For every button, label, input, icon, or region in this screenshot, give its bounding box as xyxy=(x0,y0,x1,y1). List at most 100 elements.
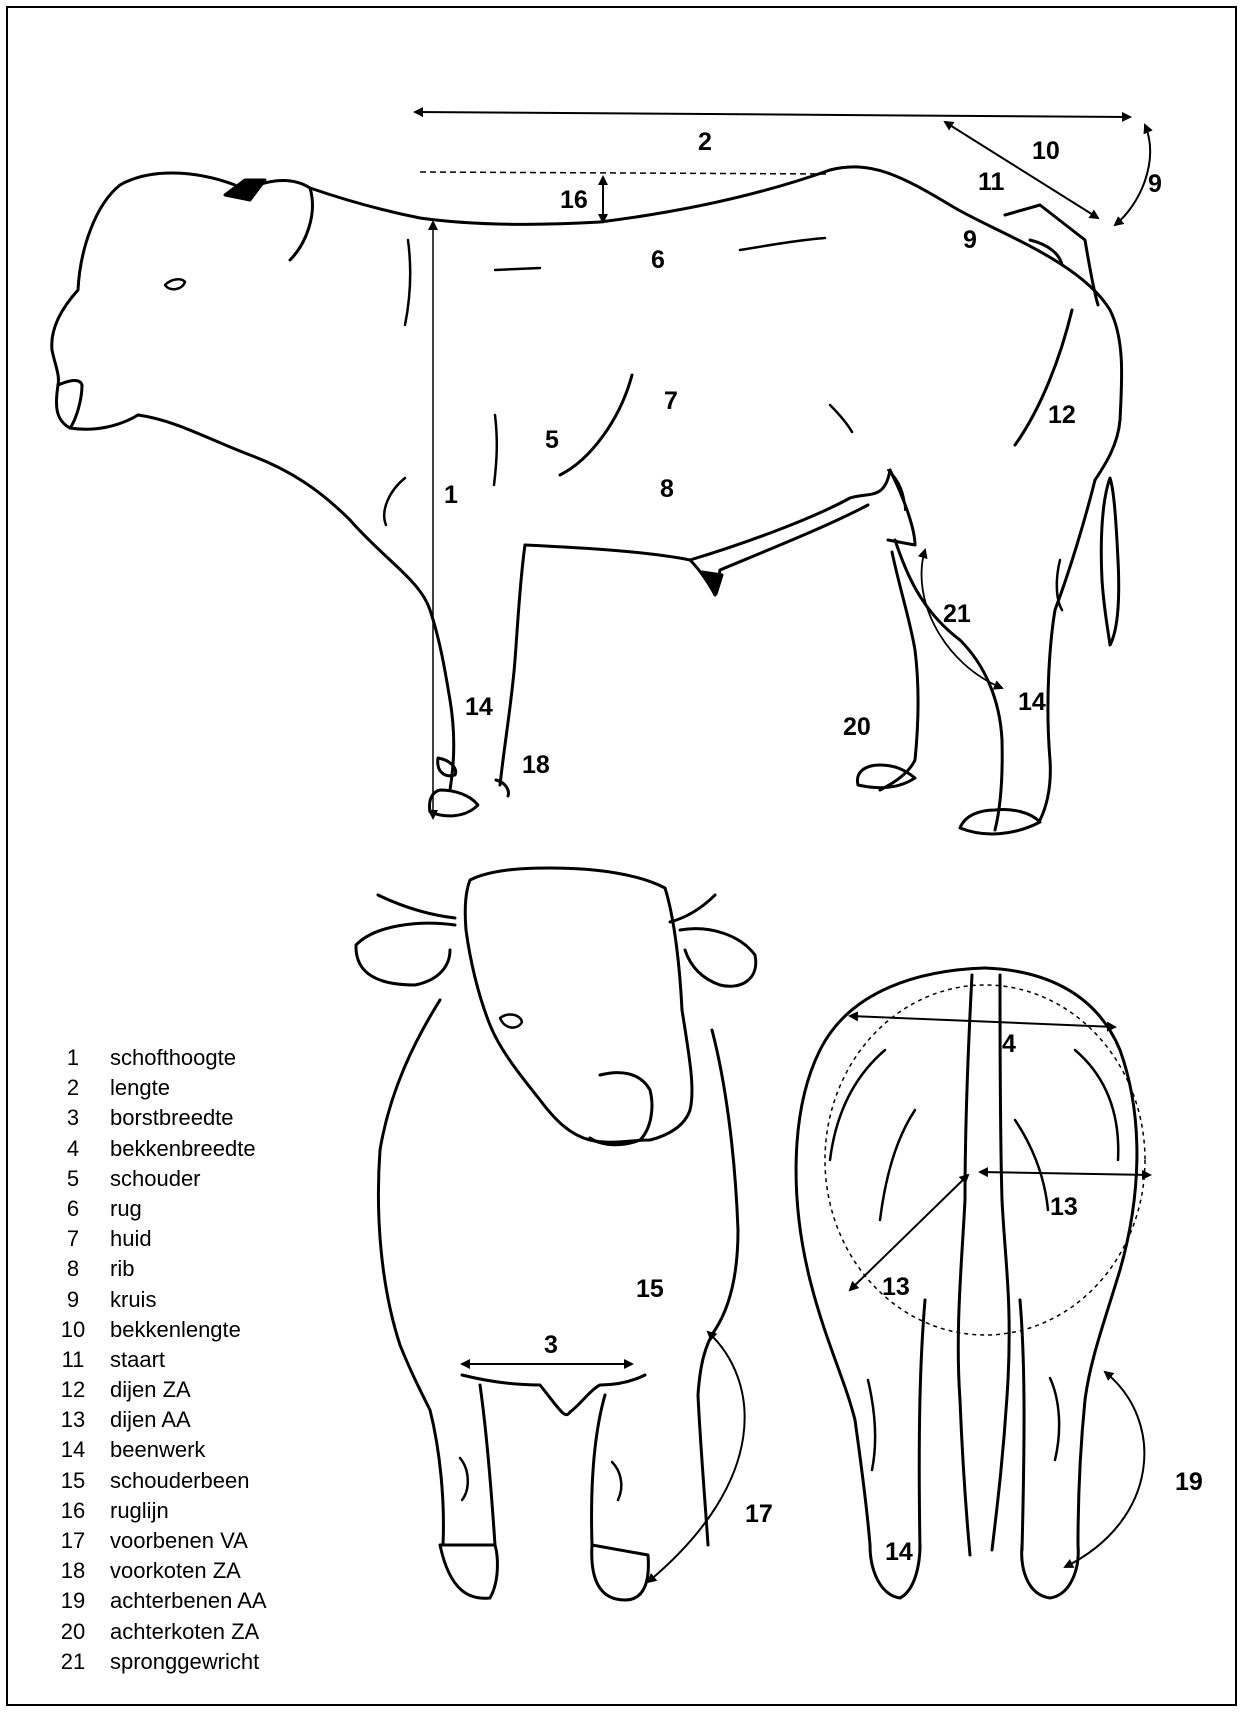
side-back-line xyxy=(310,167,1122,480)
label-5: 5 xyxy=(545,426,559,454)
side-hind-leg-rear xyxy=(1040,480,1095,820)
side-flank-line xyxy=(888,470,905,510)
side-view-bull xyxy=(52,167,1122,834)
legend-item: 6rug xyxy=(38,1194,267,1224)
pelvis-length-arrow xyxy=(945,122,1098,218)
rear-tail xyxy=(958,975,1009,1555)
legend-number: 12 xyxy=(38,1375,108,1405)
legend-label: bekkenlengte xyxy=(108,1315,241,1345)
side-hind-leg-front xyxy=(895,540,1002,830)
rear-muscle-inner-right xyxy=(1015,1120,1048,1210)
front-legs-arc xyxy=(648,1332,745,1582)
label-10: 10 xyxy=(1032,137,1060,165)
front-brisket xyxy=(462,1375,645,1415)
front-view-bull xyxy=(356,868,756,1600)
legend-item: 17voorbenen VA xyxy=(38,1526,267,1556)
legend-label: staart xyxy=(108,1345,165,1375)
legend-number: 19 xyxy=(38,1586,108,1616)
legend-number: 9 xyxy=(38,1285,108,1315)
label-7: 7 xyxy=(664,387,678,415)
legend-number: 13 xyxy=(38,1405,108,1435)
side-view-labels: 2 10 9 11 16 6 9 7 12 5 8 1 21 14 14 20 … xyxy=(444,128,1162,779)
legend-item: 9kruis xyxy=(38,1285,267,1315)
legend-label: schouder xyxy=(108,1164,201,1194)
side-belly xyxy=(525,470,890,560)
legend-number: 10 xyxy=(38,1315,108,1345)
label-21: 21 xyxy=(943,600,971,628)
legend-number: 5 xyxy=(38,1164,108,1194)
legend-label: dijen AA xyxy=(108,1405,191,1435)
label-19: 19 xyxy=(1175,1468,1203,1496)
legend-number: 6 xyxy=(38,1194,108,1224)
label-12: 12 xyxy=(1048,401,1076,429)
legend-label: achterbenen AA xyxy=(108,1586,267,1616)
legend-label: kruis xyxy=(108,1285,156,1315)
rear-muscle-inner-left xyxy=(880,1110,915,1220)
front-muzzle xyxy=(590,1073,652,1145)
legend-label: ruglijn xyxy=(108,1496,169,1526)
rear-outline-left xyxy=(796,968,985,1545)
legend-label: bekkenbreedte xyxy=(108,1134,256,1164)
front-knee-right xyxy=(612,1462,621,1500)
legend-label: huid xyxy=(108,1224,152,1254)
side-elbow-line xyxy=(494,415,497,485)
legend-label: lengte xyxy=(108,1073,170,1103)
legend-item: 2lengte xyxy=(38,1073,267,1103)
legend-label: borstbreedte xyxy=(108,1103,234,1133)
label-20: 20 xyxy=(843,713,871,741)
pelvis-width-arrow xyxy=(850,1016,1115,1027)
front-body xyxy=(378,1000,443,1545)
legend-label: rug xyxy=(108,1194,142,1224)
legend-number: 17 xyxy=(38,1526,108,1556)
front-horn-right xyxy=(670,895,715,922)
label-14-front: 14 xyxy=(465,693,493,721)
rear-guide-circle xyxy=(825,985,1145,1335)
side-back-stroke-1 xyxy=(495,268,540,270)
legend-label: voorbenen VA xyxy=(108,1526,248,1556)
rear-hock-left xyxy=(868,1380,875,1470)
front-body-right xyxy=(698,1030,738,1545)
side-tail xyxy=(1005,205,1098,305)
label-15: 15 xyxy=(636,1275,664,1303)
legend-number: 11 xyxy=(38,1345,108,1375)
rear-hock-right xyxy=(1050,1378,1059,1460)
front-hoof-left xyxy=(440,1545,497,1598)
legend-item: 4bekkenbreedte xyxy=(38,1134,267,1164)
legend-label: beenwerk xyxy=(108,1435,205,1465)
label-13-side: 13 xyxy=(1050,1193,1078,1221)
side-rib-stroke xyxy=(830,405,852,432)
front-leg-left-inner xyxy=(480,1385,495,1545)
rear-view-measurements xyxy=(825,985,1150,1567)
label-2: 2 xyxy=(698,128,712,156)
legend-label: spronggewricht xyxy=(108,1647,259,1677)
legend-label: dijen ZA xyxy=(108,1375,191,1405)
side-hind-hoof xyxy=(960,810,1040,834)
length-arrow xyxy=(415,112,1130,117)
legend-number: 2 xyxy=(38,1073,108,1103)
legend-label: schouderbeen xyxy=(108,1466,249,1496)
legend-number: 7 xyxy=(38,1224,108,1254)
side-front-leg-back xyxy=(500,545,525,785)
side-far-hind-leg xyxy=(880,552,918,790)
legend-number: 8 xyxy=(38,1254,108,1284)
side-neck-line xyxy=(405,240,410,325)
rear-leg-inner-left xyxy=(919,1300,925,1550)
side-far-hind-hoof xyxy=(857,765,915,788)
label-9-back: 9 xyxy=(963,226,977,254)
label-6: 6 xyxy=(651,246,665,274)
label-1: 1 xyxy=(444,481,458,509)
front-head xyxy=(465,868,692,1142)
label-4: 4 xyxy=(1002,1030,1016,1058)
front-view-labels: 3 15 17 xyxy=(544,1275,773,1528)
label-9-arc: 9 xyxy=(1148,170,1162,198)
side-head-outline xyxy=(52,173,235,429)
